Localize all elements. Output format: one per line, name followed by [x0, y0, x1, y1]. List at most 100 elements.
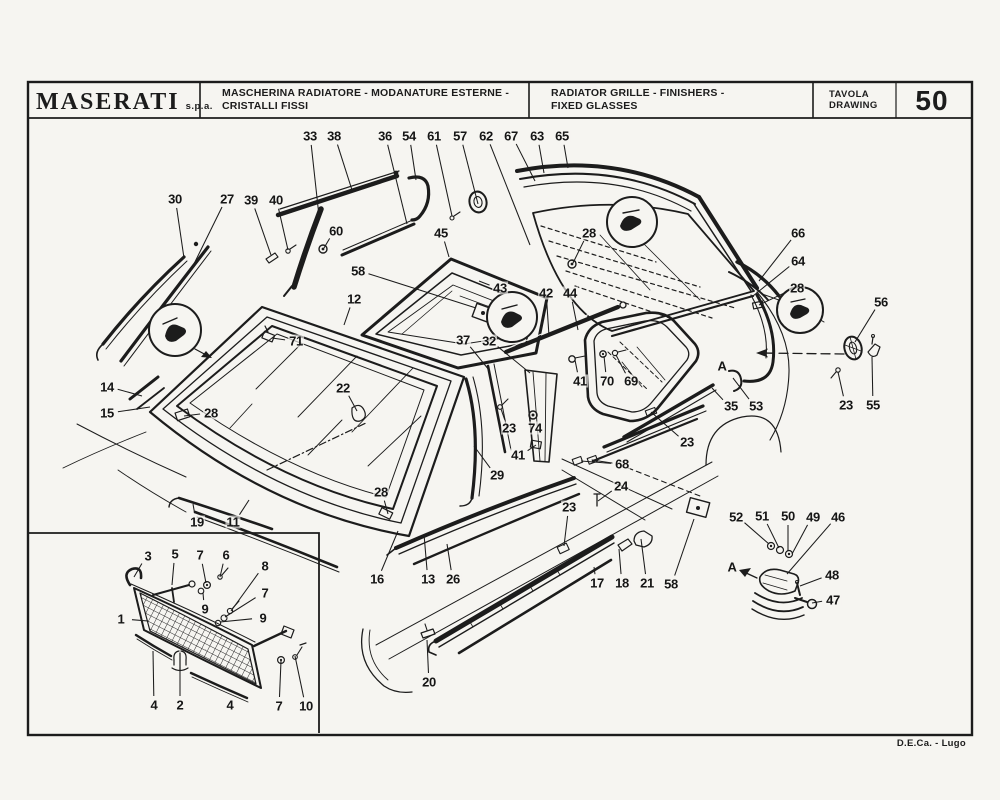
title-italian-line1: MASCHERINA RADIATORE - MODANATURE ESTERN… [222, 87, 510, 99]
corner-finisher-54 [407, 175, 431, 222]
clip-55 [867, 334, 881, 358]
latch-assembly [739, 541, 818, 621]
screw-24 [593, 493, 601, 507]
rear-window-assembly [515, 163, 825, 338]
clip-23c [556, 542, 570, 555]
a-pillar-trims [96, 241, 212, 410]
leader-line [871, 356, 874, 397]
leader-line [380, 530, 399, 571]
b-pillar-trims [459, 363, 558, 507]
leader-line [546, 301, 550, 337]
quarter-window-assembly [497, 301, 700, 423]
pillar-trim-29 [464, 377, 477, 500]
pillar-channel-33 [291, 206, 324, 290]
leader-line [572, 240, 585, 264]
leader-line [387, 144, 408, 225]
leader-line [563, 515, 569, 547]
sealant-symbol-3 [606, 196, 658, 248]
printer-credit: D.E.Ca. - Lugo [896, 738, 966, 749]
leader-line [744, 522, 770, 545]
leader-line [462, 144, 479, 205]
leader-line [571, 301, 579, 331]
leader-line [758, 239, 792, 282]
leader-line [758, 291, 788, 306]
leader-line [837, 371, 844, 397]
leader-line [224, 597, 256, 618]
leader-line [443, 241, 450, 258]
screw-23 [497, 398, 509, 410]
title-english-line1: RADIATOR GRILLE - FINISHERS - [551, 87, 725, 99]
end-cap-18 [617, 538, 633, 552]
body-silhouette [375, 291, 881, 660]
grille-inset [125, 567, 307, 703]
brand-name: MASERATI [36, 89, 180, 115]
leader-line [752, 266, 790, 297]
leader-line [348, 395, 358, 412]
leader-line [219, 618, 253, 623]
c-pillar-finisher [742, 293, 776, 383]
leader-line [336, 144, 353, 191]
leader-line [603, 355, 607, 373]
roof-drip-strips [265, 170, 488, 297]
title-english: RADIATOR GRILLE - FINISHERS - FIXED GLAS… [551, 87, 724, 113]
clip-68a [571, 455, 584, 466]
view-arrow-a1 [756, 348, 768, 358]
title-english-line2: FIXED GLASSES [551, 100, 638, 112]
defroster-lines [540, 225, 736, 319]
leader-line [580, 460, 612, 464]
hook-3 [125, 567, 143, 587]
clip-22 [351, 404, 366, 422]
trim-strip-4a [134, 633, 173, 658]
grille-inset-box [28, 532, 320, 733]
leader-line [278, 660, 282, 698]
leader-line [674, 518, 695, 576]
leader-line [799, 577, 822, 587]
leader-line [574, 359, 578, 373]
leader-line [383, 500, 389, 515]
leader-line [515, 143, 536, 182]
sealant-symbol-2 [486, 291, 538, 343]
leader-line [183, 413, 201, 417]
leader-line [171, 562, 175, 586]
leader-line [368, 273, 477, 309]
leader-line [117, 406, 151, 413]
leader-line [489, 144, 531, 246]
ring-57 [468, 190, 488, 214]
leader-line [117, 388, 143, 397]
leader-line [323, 238, 331, 249]
drawing-label-en: DRAWING [829, 100, 878, 111]
clip-39 [265, 252, 279, 264]
leader-line [500, 408, 506, 420]
clip-23 [644, 406, 658, 418]
drawing-label: TAVOLA DRAWING [829, 89, 878, 111]
quarter-glass-dashes [607, 341, 663, 391]
page-frame [26, 80, 974, 737]
leader-line [278, 208, 289, 251]
end-cap-53 [728, 369, 743, 392]
leader-line [239, 499, 250, 516]
brand-suffix: s.p.a. [185, 101, 213, 112]
channel-strip-44 [503, 304, 621, 355]
bracket-21 [633, 530, 653, 548]
brand-logo: MASERATI s.p.a. [36, 89, 213, 116]
leader-line [593, 566, 596, 575]
leader-line [133, 563, 143, 578]
leader-line [527, 444, 537, 452]
screw-69 [611, 349, 627, 357]
leader-line [219, 563, 224, 578]
screw-41 [568, 355, 586, 363]
leader-line [189, 206, 223, 273]
trim-strip-4b [189, 671, 249, 700]
title-italian-line2: CRISTALLI FISSI [222, 100, 309, 112]
seal-dash-line [266, 422, 367, 471]
leader-line [310, 144, 320, 217]
tavola-label: TAVOLA [829, 89, 870, 100]
leader-line [538, 144, 545, 174]
leader-line [152, 650, 155, 697]
radiator-grille-mesh [139, 592, 257, 685]
leader-line [426, 639, 430, 674]
leader-line [446, 543, 452, 571]
washer-70 [599, 350, 607, 358]
